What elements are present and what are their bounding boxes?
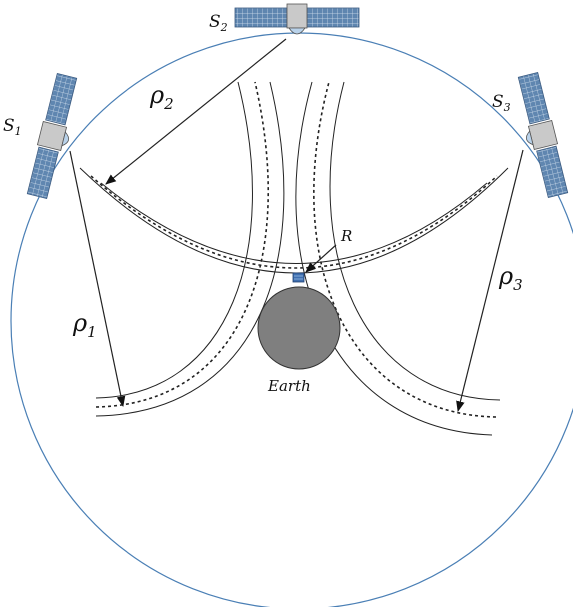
range-vector-rho1 <box>69 150 126 408</box>
satellite-s3-icon <box>517 71 569 199</box>
satellite-s2-icon <box>234 3 360 35</box>
range-sphere-s3 <box>295 81 501 436</box>
rho2-label: ρ2 <box>149 81 174 113</box>
earth-label: Earth <box>267 377 311 395</box>
rho3-label: ρ3 <box>498 262 523 294</box>
s1-label: S1 <box>3 116 22 138</box>
receiver-icon <box>292 272 305 283</box>
satellite-s1-icon <box>26 72 78 200</box>
range-sphere-s1 <box>95 81 285 417</box>
range-vector-rho2 <box>105 38 287 185</box>
earth-circle <box>257 286 341 370</box>
s3-label: S3 <box>492 92 511 114</box>
s2-label: S2 <box>209 12 228 34</box>
receiver-pointer <box>305 244 337 273</box>
range-vector-rho3 <box>456 149 524 413</box>
receiver-label: R <box>340 227 352 245</box>
range-sphere-s2 <box>79 167 509 274</box>
rho1-label: ρ1 <box>72 309 97 341</box>
